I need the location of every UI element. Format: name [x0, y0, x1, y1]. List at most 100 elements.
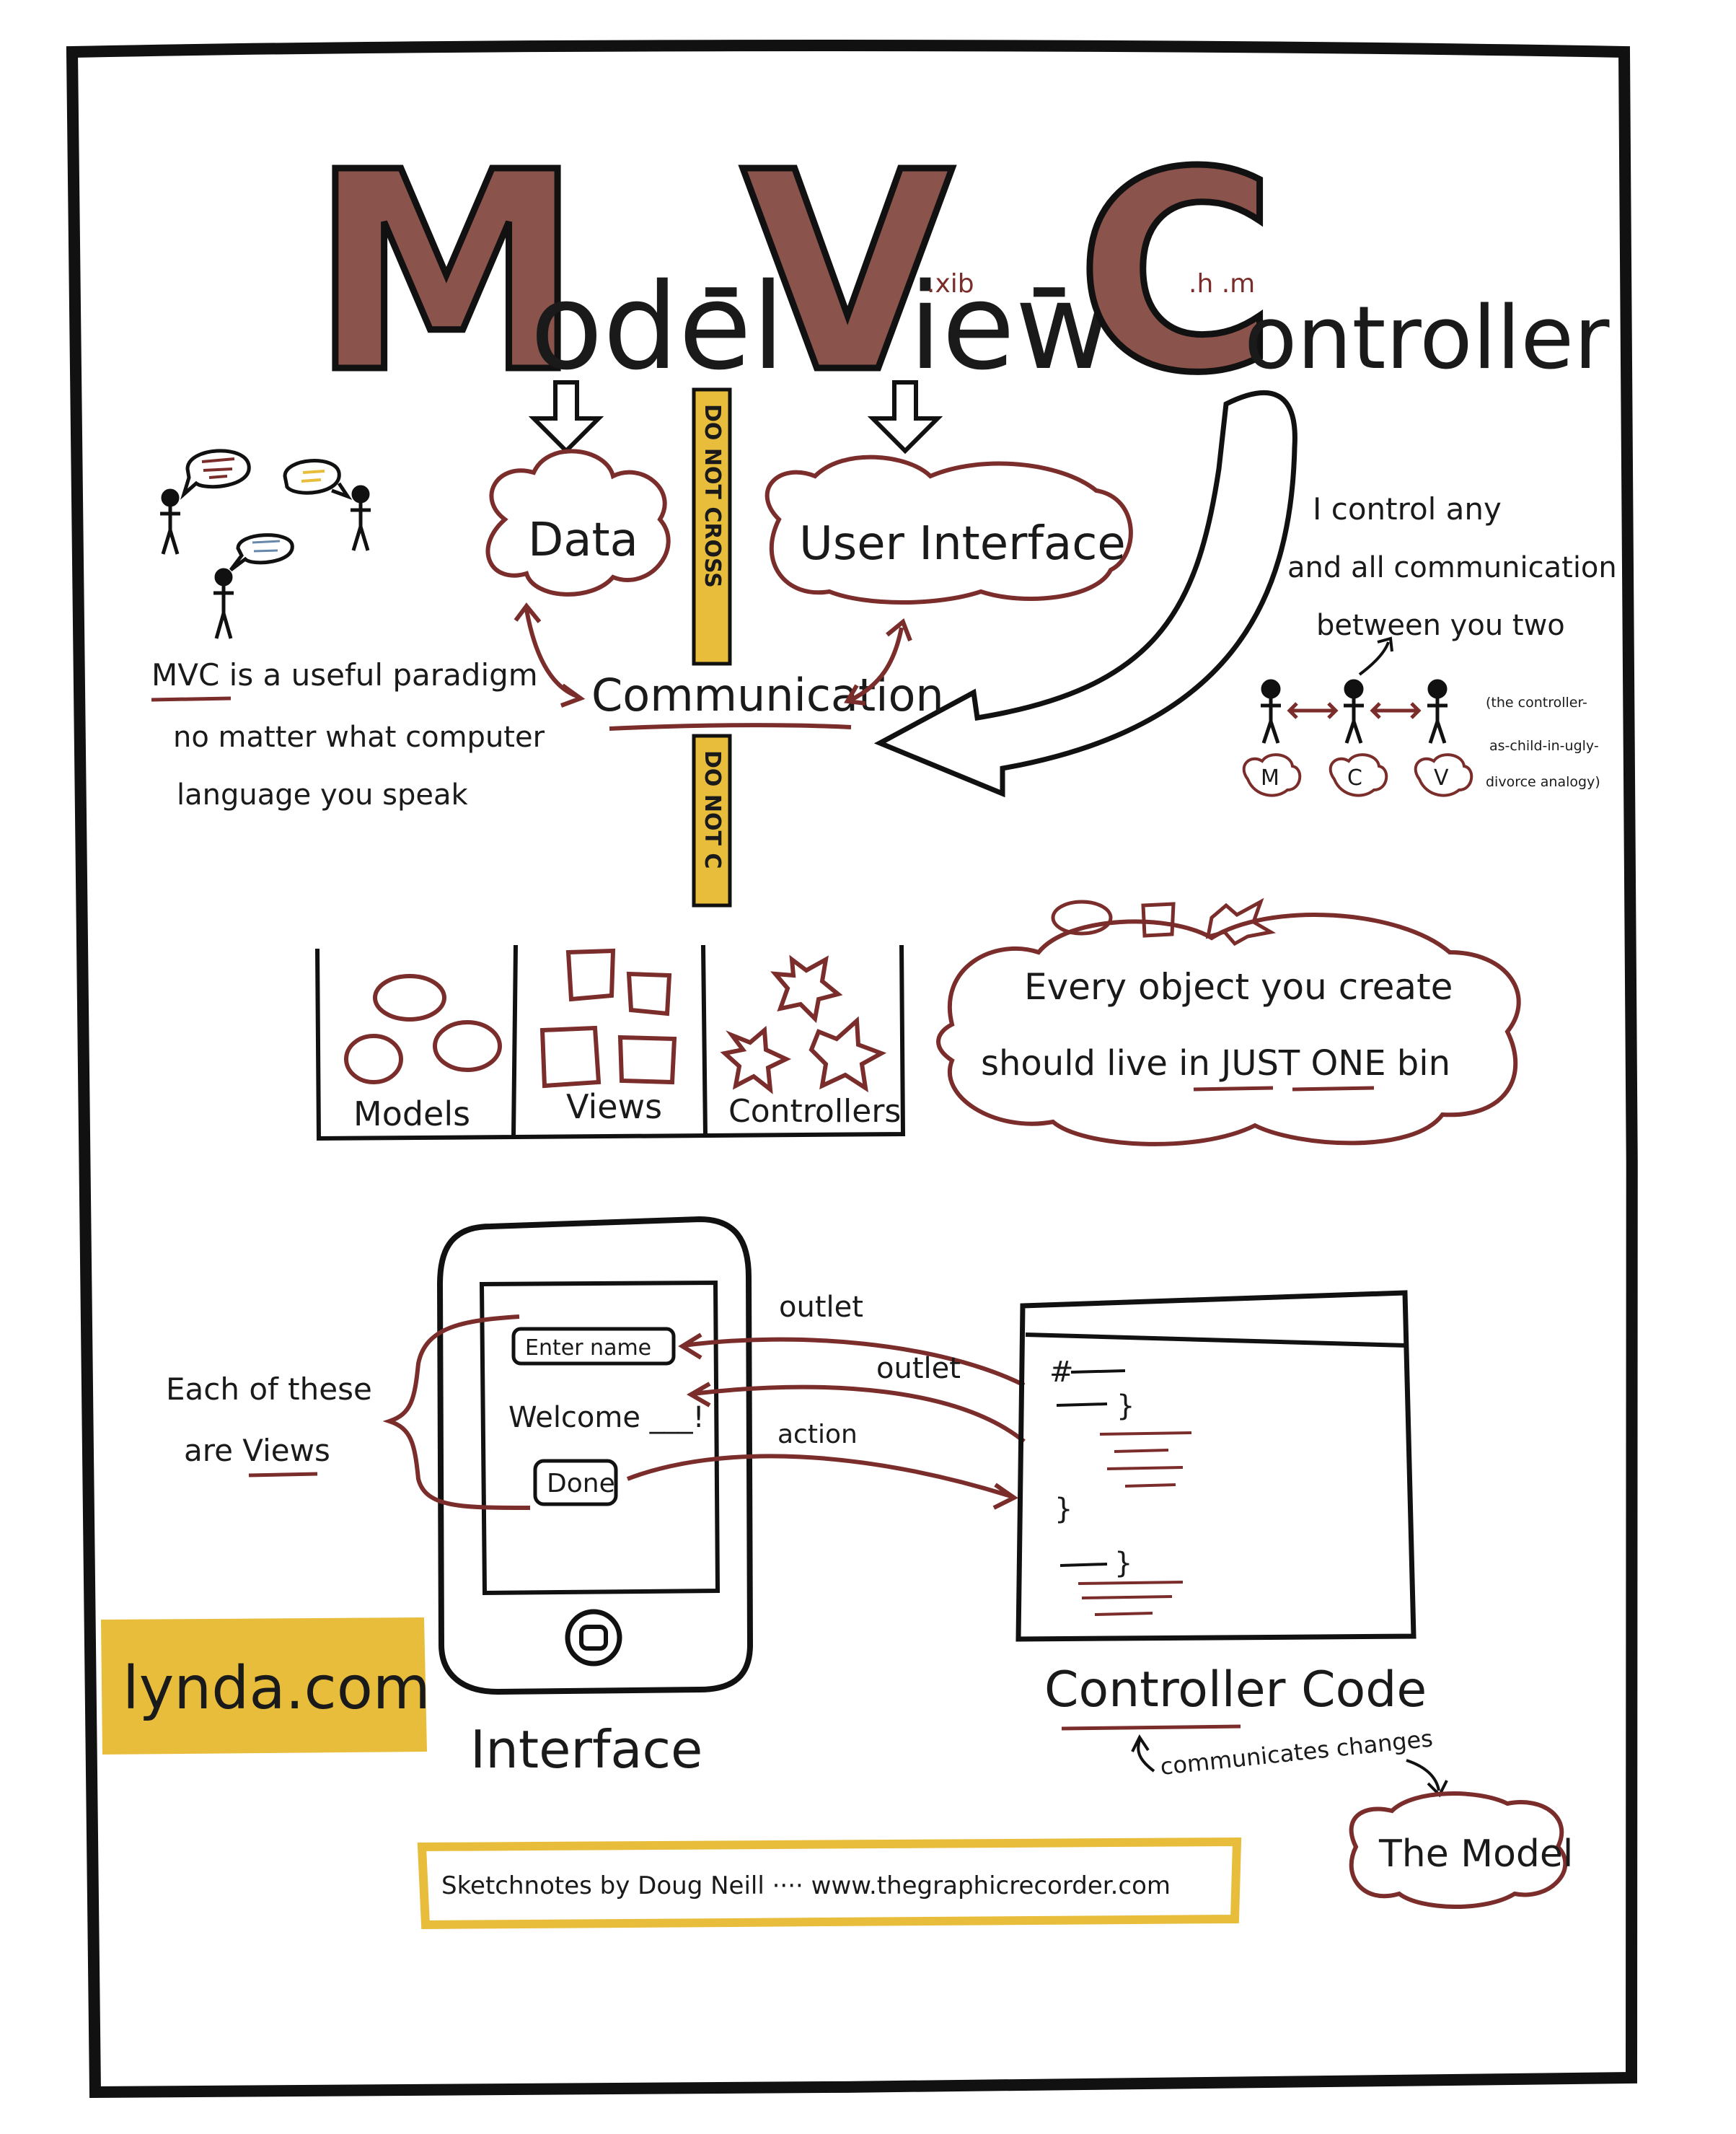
views-brace-icon [382, 1314, 531, 1510]
left-note-line-1: MVC is a useful paradigm [151, 657, 538, 693]
outlet-label-1: outlet [779, 1291, 863, 1324]
code-line-3 [1059, 1563, 1108, 1567]
person-3-icon [213, 568, 234, 639]
talking-people [160, 449, 371, 639]
code-block-1 [1099, 1431, 1192, 1488]
done-button[interactable] [533, 1459, 618, 1506]
credit-banner [417, 1837, 1242, 1930]
title-controller-extension: .h .m [1189, 269, 1255, 299]
cloud-square-icon [1141, 902, 1176, 938]
right-aside-line-3: divorce analogy) [1486, 774, 1600, 790]
speech-bubble-1-icon [180, 449, 251, 500]
controller-shape-1-icon [770, 954, 843, 1024]
data-cloud [485, 449, 671, 597]
cloud-m [1242, 753, 1302, 797]
code-brace-1: } [1116, 1389, 1134, 1423]
left-note-line-3: language you speak [177, 778, 469, 812]
barrier-bottom-text: DO NOT C [700, 750, 725, 869]
communicates-left-arrow-icon [1131, 1734, 1155, 1773]
figure-m-icon [1261, 679, 1281, 744]
phone-body [436, 1216, 754, 1695]
divorce-figures: M C V [1242, 679, 1473, 797]
code-line-1 [1070, 1369, 1126, 1374]
double-arrow-cv-icon [1370, 702, 1422, 719]
phone-screen [479, 1280, 721, 1596]
barrier-top-text: DO NOT CROSS [700, 404, 725, 588]
controller-code-underline [1061, 1724, 1241, 1731]
person-2-icon [351, 485, 371, 551]
right-note-line-2: and all communication [1287, 551, 1617, 584]
cloud-c [1329, 753, 1388, 797]
view-shape-2-icon [626, 971, 672, 1016]
barrier-top [692, 387, 732, 666]
communication-underline [609, 723, 852, 731]
code-line-2 [1056, 1402, 1108, 1407]
controller-shape-2-icon [720, 1025, 792, 1094]
barrier-bottom [692, 734, 732, 908]
views-note-line-1: Each of these [166, 1371, 372, 1407]
title-v-initial: V [741, 113, 956, 433]
bin-rule-cloud [936, 913, 1521, 1146]
lynda-logo-badge [101, 1617, 427, 1755]
bins-outline [315, 944, 906, 1141]
mvc-underline [151, 696, 232, 702]
the-model-label: The Model [1378, 1832, 1573, 1876]
views-note-line-2: are Views [184, 1433, 330, 1468]
views-underline [248, 1472, 318, 1477]
figure-c-label: C [1347, 765, 1362, 791]
home-button-square-icon [579, 1625, 608, 1651]
done-button-label: Done [547, 1469, 615, 1498]
code-window-frame [1015, 1290, 1416, 1642]
title-group: M odel - V iew .xib - C ontroller .h .m [307, 110, 1611, 436]
welcome-text: Welcome ___! [508, 1401, 705, 1434]
ui-to-communication-arrow-icon [844, 618, 912, 706]
bins: Models Views Controllers [315, 944, 906, 1141]
speech-bubble-2-icon [283, 459, 353, 500]
figure-c-icon [1344, 679, 1364, 744]
controller-arrow-icon [873, 390, 1297, 798]
barrier: DO NOT CROSS DO NOT C [692, 387, 732, 908]
credit-text: Sketchnotes by Doug Neill ···· www.thegr… [441, 1871, 1171, 1900]
title-c-initial: C [1076, 113, 1277, 433]
code-hash: # [1049, 1356, 1074, 1389]
view-shape-3-icon [539, 1025, 602, 1089]
model-shape-3-icon [433, 1020, 502, 1072]
interface-label: Interface [470, 1719, 702, 1780]
title-model-rest: odel [530, 258, 785, 396]
bin-rule-line-2: should live in JUST ONE bin [981, 1043, 1450, 1084]
cloud-oval-icon [1051, 900, 1113, 936]
title-view-extension: .xib [927, 269, 974, 299]
left-note-line-2: no matter what computer [173, 721, 545, 754]
cloud-v [1414, 753, 1473, 797]
code-window: # } } } Controller Code [1015, 1290, 1427, 1731]
pointer-arrow-icon [1358, 636, 1393, 676]
action-arrow [626, 1454, 1018, 1510]
outlet-arrow-1 [678, 1332, 1026, 1387]
right-note-line-1: I control any [1313, 491, 1502, 527]
the-model-cloud [1349, 1791, 1568, 1909]
bin-label-controllers: Controllers [728, 1093, 901, 1130]
figure-v-icon [1427, 679, 1448, 744]
model-shape-2-icon [344, 1034, 403, 1084]
title-dash-1: - [700, 214, 743, 353]
title-view-rest: iew [909, 258, 1112, 396]
bin-label-views: Views [566, 1087, 662, 1126]
title-controller-rest: ontroller [1244, 289, 1610, 389]
outlet-arrow-2 [686, 1382, 1026, 1444]
right-note-line-3: between you two [1316, 609, 1565, 642]
code-brace-3: } [1114, 1547, 1132, 1580]
home-button-icon[interactable] [565, 1609, 622, 1667]
action-label: action [777, 1420, 858, 1449]
view-shape-4-icon [617, 1035, 677, 1085]
data-to-communication-arrow-icon [514, 602, 586, 708]
user-interface-label: User Interface [799, 517, 1126, 571]
lynda-logo-text: lynda.com [123, 1654, 431, 1723]
figure-m-label: M [1261, 765, 1279, 791]
user-interface-cloud [765, 455, 1133, 605]
enter-name-field[interactable] [511, 1327, 676, 1366]
controller-shape-3-icon [808, 1016, 887, 1093]
view-shape-1-icon [565, 948, 616, 1002]
enter-name-text: Enter name [525, 1335, 651, 1361]
title-m-initial: M [310, 113, 583, 433]
